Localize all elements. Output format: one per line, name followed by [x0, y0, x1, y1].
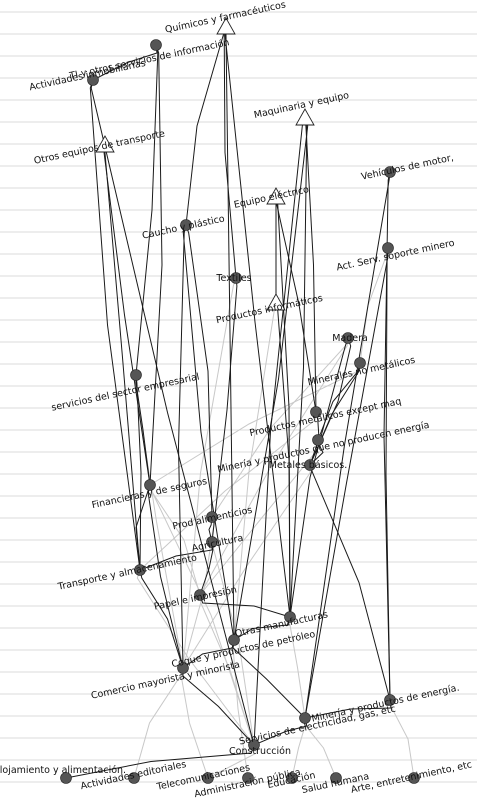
edge-dark	[185, 26, 227, 226]
node-circle	[408, 772, 420, 784]
node-circle	[194, 589, 206, 601]
node-circle	[248, 739, 260, 751]
node-circle	[150, 39, 162, 51]
node-label: alojamiento y alimentación.	[0, 765, 126, 776]
node-triangle	[216, 17, 236, 35]
node-triangle	[95, 135, 115, 153]
node-circle	[310, 406, 322, 418]
light-edges	[133, 247, 415, 779]
node-triangle	[266, 187, 286, 205]
node-circle	[286, 772, 298, 784]
node-circle	[144, 479, 156, 491]
node-circle	[242, 772, 254, 784]
node-circle	[342, 332, 354, 344]
node-triangle	[295, 108, 315, 126]
node-circle	[128, 772, 140, 784]
node-label: Otros equipos de transporte	[33, 128, 166, 167]
node-label: Transporte y almacenamiento	[56, 552, 198, 592]
node-label: Textiles	[215, 273, 251, 284]
node-label: Actividades inmobiliarias	[28, 58, 146, 93]
node-circle	[206, 536, 218, 548]
edge-dark	[185, 224, 213, 518]
node-label: Vehículos de motor,	[360, 152, 455, 182]
node-circle	[87, 74, 99, 86]
node-circle	[312, 434, 324, 446]
node-circle	[304, 459, 316, 471]
node-circle	[130, 369, 142, 381]
node-circle	[382, 242, 394, 254]
edge-dark	[309, 464, 391, 701]
node-circle	[180, 219, 192, 231]
node-circle	[299, 712, 311, 724]
node-label: Construcción	[229, 746, 291, 757]
node-circle	[230, 272, 242, 284]
node-circle	[354, 357, 366, 369]
node-circle	[202, 772, 214, 784]
edge-dark	[139, 569, 184, 669]
node-circle	[330, 772, 342, 784]
node-label: Prod alimenticios	[172, 505, 254, 533]
node-circle	[60, 772, 72, 784]
node-label: Comercio mayorista y minorista	[90, 659, 241, 701]
node-label: Act. Serv. soporte minero	[335, 238, 455, 274]
node-label: Papel e impresión	[153, 584, 238, 612]
edge-dark	[90, 79, 255, 746]
node-circle	[384, 166, 396, 178]
node-circle	[134, 564, 146, 576]
node-circle	[284, 611, 296, 623]
node-circle	[177, 662, 189, 674]
node-triangle	[266, 293, 286, 311]
node-circle	[228, 634, 240, 646]
edge-light	[233, 302, 277, 641]
node-label: servicios del sector empresarial	[50, 371, 200, 413]
node-label: Metales básicos.	[269, 460, 348, 471]
node-circle	[206, 511, 218, 523]
nodes	[60, 17, 420, 784]
node-circle	[384, 694, 396, 706]
node-label: Madera	[332, 333, 368, 344]
